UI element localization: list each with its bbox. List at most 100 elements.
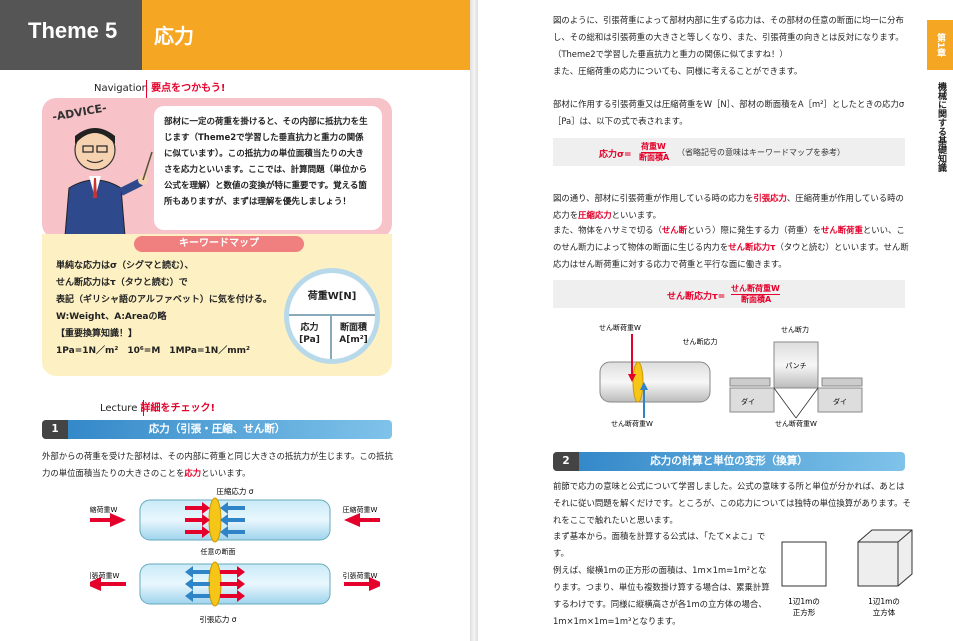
compression-stress-label: 圧縮応力 σ (216, 486, 253, 496)
p5-part: （タウと読む）といいます。せん断応力はせん断荷重に対する応力で荷重と平行な面に働… (553, 242, 909, 269)
shear-load-bottom-label: せん断荷重W (611, 419, 653, 428)
teacher-illustration (64, 128, 153, 236)
shear-force-label: せん断力 (781, 325, 809, 334)
square-label-2: 正方形 (793, 607, 816, 617)
die-left (729, 387, 775, 413)
workpiece-right (821, 377, 863, 387)
keyword-line: 単純な応力はσ（シグマと読む）、 (56, 261, 194, 271)
p4-red: 圧縮応力 (578, 210, 612, 220)
p4-part: 、圧縮荷重が作用している時の応力を (553, 193, 904, 220)
section-1-text-red: 応力 (184, 468, 202, 478)
formula-circle: 荷重W[N] 応力 [Pa] 断面積 A[m²] (284, 268, 380, 364)
circle-area-label: 断面積 (339, 323, 367, 333)
p5-red: せん断 (661, 225, 687, 235)
tension-arrow-right (344, 577, 380, 591)
die-right-label: ダイ (833, 397, 847, 406)
theme-label: Theme 5 (0, 0, 142, 70)
shear-load-top-label: せん断荷重W (599, 323, 641, 332)
circle-stress-unit: [Pa] (299, 335, 320, 345)
right-paragraph-6: 前節で応力の意味と公式について学習しました。公式の意味する所と単位が分かれば、あ… (553, 481, 911, 525)
shear-load-right-label: せん断荷重W (775, 419, 817, 428)
advice-text: 部材に一定の荷重を掛けると、その内部に抵抗力を生じます（Theme2で学習した垂… (154, 106, 382, 230)
right-paragraph-2: また、圧縮荷重の応力についても、同様に考えることができます。 (553, 66, 803, 76)
section-2-title: 応力の計算と単位の変形（換算） (650, 455, 808, 467)
shear-stress-label: せん断応力 (683, 337, 718, 346)
navigation-text: Navigation (94, 83, 148, 94)
keyword-line: 1Pa=1N／m² 10⁶=M 1MPa=1N／mm² (56, 346, 250, 356)
shear-figure: せん断荷重W せん断応力 せん断荷重W せん断力 パンチ ダイ ダイ せん断荷重… (599, 323, 863, 428)
section-1-number: 1 (42, 420, 68, 439)
right-paragraph-3: 部材に作用する引張荷重又は圧縮荷重をW［N］、部材の断面積をA［m²］としたとき… (553, 99, 905, 126)
lecture-line (143, 400, 144, 416)
shear-section (632, 361, 644, 403)
die-left-label: ダイ (741, 397, 755, 406)
shear-formula-denominator: 断面積A (741, 295, 772, 304)
tension-arrows (185, 566, 245, 602)
shear-formula-label: せん断応力τ= (667, 292, 726, 302)
right-paragraph-1: 図のように、引張荷重によって部材内部に生ずる応力は、その部材の任意の断面に均一に… (553, 15, 904, 59)
right-paragraph-7: まず基本から。面積を計算する公式は、「たて×よこ」です。 (553, 531, 766, 558)
compression-arrows (185, 502, 245, 538)
section-label: 任意の断面 (201, 547, 236, 556)
tension-arrow-left (90, 577, 126, 591)
square-shape (781, 541, 827, 587)
keyword-line: 表記（ギリシャ語のアルファベット）に気を付ける。 (56, 295, 272, 305)
section-1-text-part: といいます。 (201, 468, 251, 478)
compression-section (208, 497, 222, 543)
p5-part: といい、このせん断力によって物体の断面に生じる内力を (553, 225, 905, 252)
advice-box: 部材に一定の荷重を掛けると、その内部に抵抗力を生じます（Theme2で学習した垂… (42, 98, 392, 238)
page-gutter (470, 0, 478, 641)
stress-figure: 圧縮応力 σ 圧縮荷重W 圧縮荷重W 任意の断面 引張荷重W 引張荷重W 引張応… (90, 486, 380, 624)
navigation-highlight: 要点をつかもう! (151, 83, 226, 94)
right-paragraph-8: 例えば、縦横1mの正方形の面積は、1m×1m=1m²となります。つまり、単位も複… (553, 565, 770, 626)
section-1-title: 応力（引張・圧縮、せん断） (148, 423, 286, 435)
stress-formula-note: （省略記号の意味はキーワードマップを参考） (677, 148, 845, 157)
tension-section (208, 561, 222, 607)
keyword-line: W:Weight、A:Areaの略 (56, 312, 167, 322)
p5-part: という）際に発生する力（荷重）を (687, 225, 821, 235)
tension-stress-label: 引張応力 σ (199, 614, 236, 624)
section-1-text-part: 外部からの荷重を受けた部材は、その内部に荷重と同じ大きさの抵抗力が生じます。この… (42, 451, 393, 478)
punch-label: パンチ (785, 362, 806, 370)
circle-area-unit: A[m²] (339, 335, 368, 345)
compression-load-right: 圧縮荷重W (343, 505, 378, 514)
circle-stress: 応力 [Pa] (289, 316, 332, 359)
tension-load-right: 引張荷重W (343, 571, 378, 580)
p4-part: 図の通り、部材に引張荷重が作用している時の応力を (553, 193, 754, 203)
keyword-line: 【重要換算知識！】 (56, 329, 138, 339)
section-2-number: 2 (553, 452, 579, 471)
stress-formula-numerator: 荷重W (641, 142, 666, 153)
compression-arrow-left (90, 513, 126, 527)
lecture-highlight: 詳細をチェック! (140, 403, 216, 414)
section-1-text: 外部からの荷重を受けた部材は、その内部に荷重と同じ大きさの抵抗力が生じます。この… (42, 448, 394, 482)
navigation-label: Navigation 要点をつかもう! (94, 79, 225, 94)
keyword-map-text: 単純な応力はσ（シグマと読む）、 せん断応力はτ（タウと読む）で 表記（ギリシャ… (56, 258, 296, 360)
chapter-tab[interactable]: 第1章 (927, 20, 953, 70)
navigation-line (146, 80, 147, 98)
section-1-bar: 1 応力（引張・圧縮、せん断） (42, 420, 392, 439)
stress-formula-denominator: 断面積A (639, 153, 670, 162)
compression-load-left: 圧縮荷重W (90, 505, 118, 514)
chapter-title: 機械に関する基礎知識 (936, 82, 946, 172)
cube-shape (857, 529, 913, 587)
stress-formula-box: 応力σ= 荷重W 断面積A （省略記号の意味はキーワードマップを参考） (553, 138, 905, 166)
lecture-text: Lecture (100, 403, 138, 414)
circle-load: 荷重W[N] (289, 273, 375, 316)
shear-formula-box: せん断応力τ= せん断荷重W 断面積A (553, 280, 905, 308)
cube-label-2: 立方体 (873, 607, 896, 617)
section-2-bar: 2 応力の計算と単位の変形（換算） (553, 452, 905, 471)
tension-load-left: 引張荷重W (90, 571, 120, 580)
shear-formula-numerator: せん断荷重W (731, 284, 780, 295)
cube-label-1: 1辺1mの (868, 597, 900, 606)
square-label-1: 1辺1mの (788, 597, 820, 606)
circle-area: 断面積 A[m²] (332, 316, 375, 359)
right-paragraph-5: また、物体をハサミで切る（せん断という）際に発生する力（荷重）をせん断荷重といい… (553, 222, 911, 273)
lecture-label: Lecture 詳細をチェック! (100, 399, 215, 414)
p5-part: また、物体をハサミで切る（ (553, 225, 662, 235)
circle-stress-label: 応力 (300, 323, 319, 333)
unit-shapes-figure: 1辺1mの 正方形 1辺1mの 立方体 (781, 529, 913, 617)
workpiece-left (729, 377, 771, 387)
keyword-map-title: キーワードマップ (134, 236, 304, 252)
page-header: Theme 5 応力 (0, 0, 470, 70)
die-right (817, 387, 863, 413)
